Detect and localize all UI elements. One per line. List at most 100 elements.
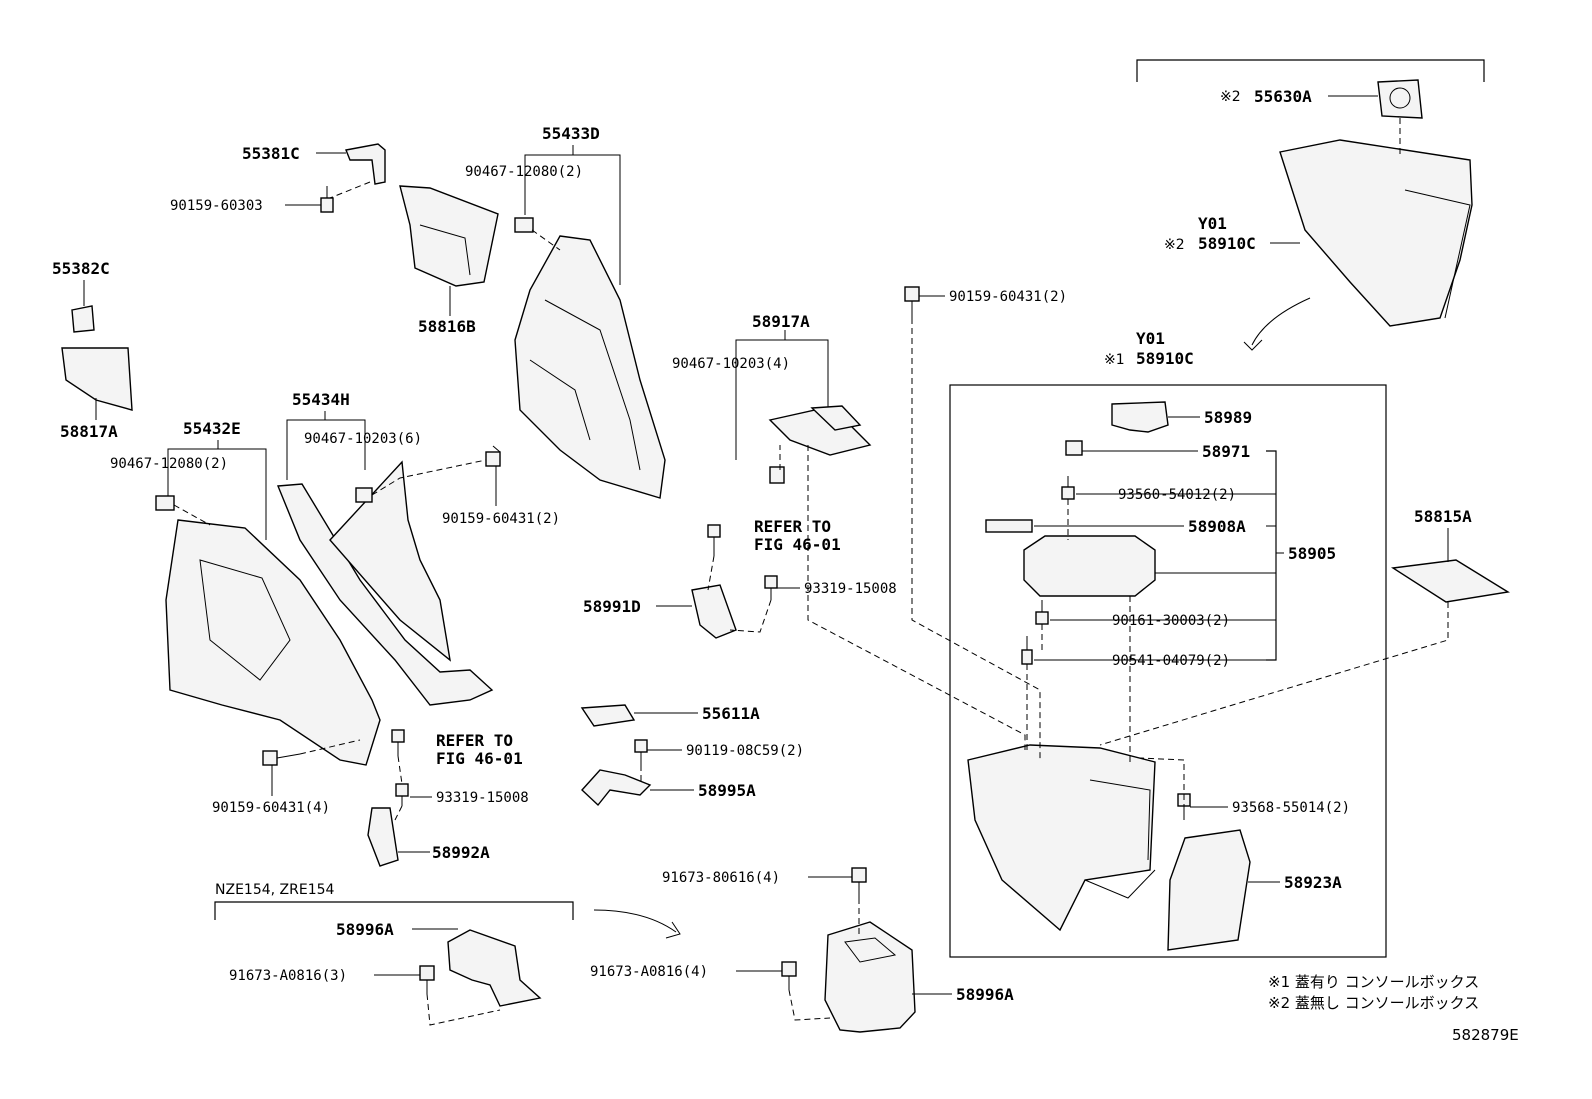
screw-90159-60431-2a-shape bbox=[485, 445, 501, 467]
label-90467-10203-4: 90467-10203(4) bbox=[672, 356, 790, 372]
screw-90159-60303-shape bbox=[320, 186, 334, 213]
label-58816b: 58816B bbox=[418, 317, 476, 336]
label-93319-15008-b: 93319-15008 bbox=[804, 581, 897, 597]
screw-90159-60431-2b-shape bbox=[904, 286, 920, 318]
bolt-91673-80616-shape bbox=[851, 867, 867, 898]
panel-58817a-shape bbox=[61, 347, 133, 411]
clip-55382c-shape bbox=[71, 305, 95, 333]
label-y01-b: Y01 bbox=[1136, 329, 1165, 348]
bracket-58917a-shape bbox=[768, 409, 872, 456]
label-55432e: 55432E bbox=[183, 419, 241, 438]
label-58992a: 58992A bbox=[432, 843, 490, 862]
label-58908a: 58908A bbox=[1188, 517, 1246, 536]
panel-55433d-shape bbox=[514, 235, 666, 499]
label-58989: 58989 bbox=[1204, 408, 1252, 427]
clip-55381c-shape bbox=[345, 143, 386, 185]
panel-55432e-shape bbox=[165, 519, 381, 766]
label-90159-60431-2b: 90159-60431(2) bbox=[949, 289, 1067, 305]
label-90467-12080-b: 90467-12080(2) bbox=[110, 456, 228, 472]
label-58971: 58971 bbox=[1202, 442, 1250, 461]
label-93568-55014: 93568-55014(2) bbox=[1232, 800, 1350, 816]
panel-58923a-shape bbox=[1167, 829, 1251, 951]
label-58815a: 58815A bbox=[1414, 507, 1472, 526]
label-55433d: 55433D bbox=[542, 124, 600, 143]
illustration-id: 582879E bbox=[1452, 1026, 1519, 1044]
label-90541-04079: 90541-04079(2) bbox=[1112, 653, 1230, 669]
label-mark1-a: ※1 bbox=[1104, 352, 1125, 368]
label-91673-a0816-3: 91673-A0816(3) bbox=[229, 968, 347, 984]
label-nze-zre: NZE154, ZRE154 bbox=[215, 882, 335, 898]
clip-90467-12080b-shape bbox=[155, 495, 175, 511]
label-58991d: 58991D bbox=[583, 597, 641, 616]
label-y01-a: Y01 bbox=[1198, 214, 1227, 233]
label-55630a: 55630A bbox=[1254, 87, 1312, 106]
cover-55611a-shape bbox=[580, 704, 636, 727]
label-refer1-line1: REFER TO bbox=[436, 731, 513, 750]
label-55611a: 55611A bbox=[702, 704, 760, 723]
screw-93319-15008b-shape bbox=[764, 575, 778, 600]
clip-90467-10203-4-shape bbox=[769, 466, 785, 484]
bracket-58991d-shape bbox=[691, 584, 737, 639]
label-refer2-line2: FIG 46-01 bbox=[754, 535, 841, 554]
leader-lines bbox=[83, 95, 1449, 995]
label-90467-12080-a: 90467-12080(2) bbox=[465, 164, 583, 180]
panel-58816b-shape bbox=[399, 185, 499, 287]
clip-58971-shape bbox=[1065, 440, 1083, 456]
arrow-top-shape bbox=[1251, 297, 1311, 346]
screw-refer2-shape bbox=[707, 524, 721, 556]
note-mark1: ※1 蓋有り コンソールボックス bbox=[1268, 973, 1479, 991]
screw-93319-15008a-shape bbox=[395, 783, 409, 806]
label-58817a: 58817A bbox=[60, 422, 118, 441]
note-mark2: ※2 蓋無し コンソールボックス bbox=[1268, 994, 1479, 1012]
screw-90161-30003-shape bbox=[1035, 600, 1049, 625]
lid-58905-shape bbox=[1023, 535, 1156, 597]
label-91673-80616: 91673-80616(4) bbox=[662, 870, 780, 886]
label-mark2-b: ※2 bbox=[1164, 237, 1185, 253]
label-58917a: 58917A bbox=[752, 312, 810, 331]
label-55434h: 55434H bbox=[292, 390, 350, 409]
hinge-58908a-shape bbox=[985, 519, 1033, 533]
label-90161-30003: 90161-30003(2) bbox=[1112, 613, 1230, 629]
screw-93560-54012-shape bbox=[1061, 476, 1075, 500]
panel-55434h-inner-shape bbox=[329, 460, 451, 662]
screw-refer1-shape bbox=[391, 729, 405, 756]
label-90467-10203-6: 90467-10203(6) bbox=[304, 431, 422, 447]
label-90159-60431-2a: 90159-60431(2) bbox=[442, 511, 560, 527]
bracket-58996a-small-shape bbox=[447, 929, 542, 1007]
clip-90467-10203-6-shape bbox=[355, 487, 373, 503]
label-55382c: 55382C bbox=[52, 259, 110, 278]
frame-group bbox=[167, 59, 1485, 958]
bracket-58995a-shape bbox=[581, 769, 652, 807]
label-91673-a0816-4: 91673-A0816(4) bbox=[590, 964, 708, 980]
legend-notes: ※1 蓋有り コンソールボックス ※2 蓋無し コンソールボックス 582879… bbox=[1268, 973, 1519, 1044]
bolt-91673-a0816-4-shape bbox=[781, 961, 797, 990]
pin-90541-04079-shape bbox=[1021, 636, 1033, 665]
console-box-body-shape bbox=[967, 744, 1156, 932]
arrow-bottom-shape bbox=[593, 909, 677, 933]
label-58910c-b: 58910C bbox=[1136, 349, 1194, 368]
label-58996a-a: 58996A bbox=[336, 920, 394, 939]
label-58923a: 58923A bbox=[1284, 873, 1342, 892]
label-58996a-b: 58996A bbox=[956, 985, 1014, 1004]
label-mark2-a: ※2 bbox=[1220, 89, 1241, 105]
bracket-58992a-shape bbox=[367, 807, 399, 867]
label-90159-60431-4: 90159-60431(4) bbox=[212, 800, 330, 816]
label-refer2-line1: REFER TO bbox=[754, 517, 831, 536]
label-93560-54012: 93560-54012(2) bbox=[1118, 487, 1236, 503]
label-58910c-a: 58910C bbox=[1198, 234, 1256, 253]
part-illustrations bbox=[61, 79, 1510, 1033]
screw-90119-08c59-shape bbox=[634, 739, 648, 765]
mat-58815a-shape bbox=[1390, 559, 1510, 603]
bolt-91673-a0816-3-shape bbox=[419, 965, 435, 994]
label-90119-08c59: 90119-08C59(2) bbox=[686, 743, 804, 759]
label-58905: 58905 bbox=[1288, 544, 1336, 563]
assembly-lines bbox=[173, 118, 1449, 1026]
label-58995a: 58995A bbox=[698, 781, 756, 800]
clip-90467-12080a-shape bbox=[514, 217, 534, 233]
screw-90159-60431-4-shape bbox=[262, 750, 301, 766]
label-refer1-line2: FIG 46-01 bbox=[436, 749, 523, 768]
label-90159-60303: 90159-60303 bbox=[170, 198, 263, 214]
piece-58989-shape bbox=[1111, 401, 1169, 433]
bracket-58996a-large-shape bbox=[824, 921, 916, 1033]
